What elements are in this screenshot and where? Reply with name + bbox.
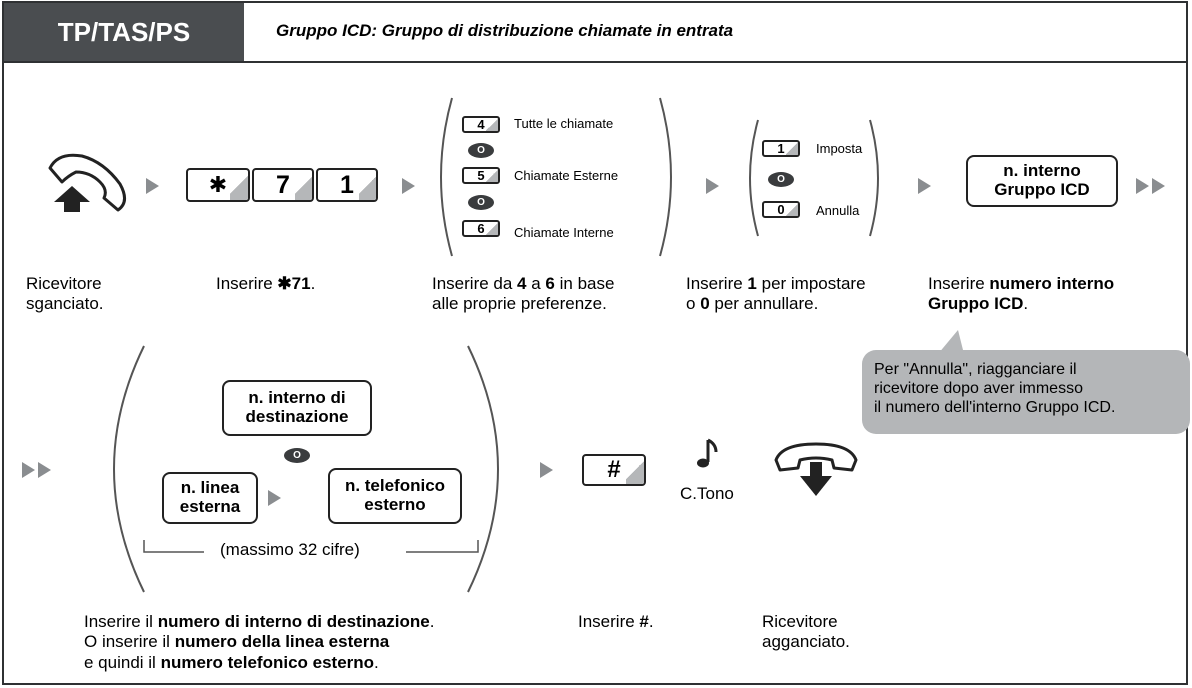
confirmation-tone-label: C.Tono (680, 484, 734, 503)
max-digits-label: (massimo 32 cifre) (214, 540, 366, 560)
step-desc-set-cancel: Inserire 1 per impostare o 0 per annulla… (686, 274, 866, 314)
option-label-set: Imposta (816, 141, 863, 156)
option-key-6: 6 (462, 220, 500, 237)
callout-pointer (938, 330, 964, 354)
or-icon: O (768, 172, 794, 187)
model-badge: TP/TAS/PS (4, 3, 244, 61)
destination-extension-box: n. interno di destinazione (222, 380, 372, 436)
music-note-icon (697, 438, 718, 468)
page-title: Gruppo ICD: Gruppo di distribuzione chia… (276, 21, 734, 40)
option-label-cancel: Annulla (816, 203, 860, 218)
flow-arrow (1136, 178, 1149, 194)
handset-onhook-icon (774, 442, 858, 496)
one-key: 1 (316, 168, 378, 202)
flow-arrow (1152, 178, 1165, 194)
star-key: ✱ (186, 168, 250, 202)
external-line-box: n. linea esterna (162, 472, 258, 524)
icd-extension-box: n. interno Gruppo ICD (966, 155, 1118, 207)
flow-arrow (146, 178, 159, 194)
step-desc-hash: Inserire #. (578, 612, 654, 631)
option-key-5: 5 (462, 167, 500, 184)
step-desc-enter-code: Inserire ✱71. (216, 274, 316, 293)
flow-arrow (706, 178, 719, 194)
options-bracket (749, 119, 879, 237)
option-key-1: 1 (762, 140, 800, 157)
flow-arrow (22, 462, 35, 478)
flow-arrow (540, 462, 553, 478)
step-desc-choose-calls: Inserire da 4 a 6 in base alle proprie p… (432, 274, 615, 314)
destination-bracket (113, 345, 499, 593)
flow-arrow (38, 462, 51, 478)
option-label-internal-calls: Chiamate Interne (514, 225, 614, 240)
header-bar: TP/TAS/PS Gruppo ICD: Gruppo di distribu… (4, 3, 1188, 63)
cancel-note-callout: Per "Annulla", riagganciare il ricevitor… (862, 350, 1190, 434)
option-key-4: 4 (462, 116, 500, 133)
flow-arrow (268, 490, 281, 506)
or-icon: O (284, 448, 310, 463)
flow-arrow (918, 178, 931, 194)
or-icon: O (468, 195, 494, 210)
or-icon: O (468, 143, 494, 158)
handset-offhook-icon (48, 153, 126, 212)
flow-arrow (402, 178, 415, 194)
option-key-0: 0 (762, 201, 800, 218)
cancel-note-text: Per "Annulla", riagganciare il ricevitor… (874, 361, 1116, 417)
step-desc-icd-number: Inserire numero interno Gruppo ICD. (928, 274, 1115, 314)
hash-key: # (582, 454, 646, 486)
option-label-external-calls: Chiamate Esterne (514, 168, 619, 183)
option-label-all-calls: Tutte le chiamate (514, 116, 614, 131)
options-bracket (440, 97, 672, 257)
external-phone-box: n. telefonico esterno (328, 468, 462, 524)
seven-key: 7 (252, 168, 314, 202)
step-desc-destination: Inserire il numero di interno di destina… (84, 612, 435, 672)
